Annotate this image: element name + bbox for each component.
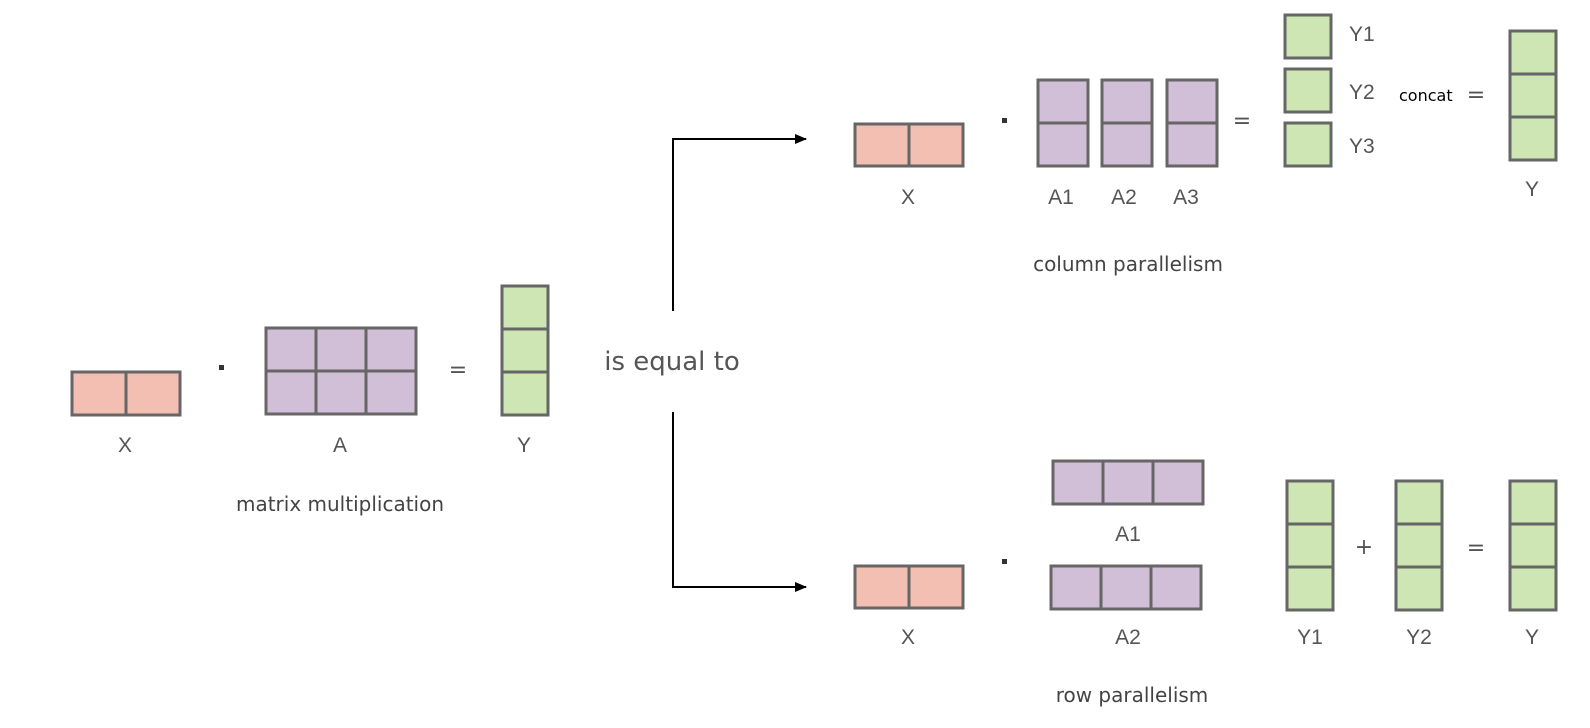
row-parallelism-caption: row parallelism	[1056, 683, 1209, 707]
column-y2-label: Y2	[1349, 81, 1375, 104]
matrix-multiplication-group: = X A Y matrix multiplication	[70, 284, 550, 516]
column-parallelism-group: = Y1 Y2 Y3 concat = X A1 A2 A3 Y column …	[853, 13, 1558, 276]
row-a1-cell	[1051, 459, 1105, 506]
row-y2-cell	[1394, 479, 1444, 526]
column-y2-block	[1283, 67, 1333, 114]
column-x-cell	[907, 122, 965, 168]
column-y-label: Y	[1525, 178, 1539, 201]
row-matrix-a1	[1051, 459, 1205, 506]
concat-label: concat	[1399, 86, 1453, 105]
row-x-cell	[907, 564, 965, 610]
row-x-label: X	[901, 626, 915, 649]
row-a2-cell	[1149, 564, 1203, 611]
column-matrix-a2	[1100, 78, 1154, 168]
row-y1-label: Y1	[1297, 626, 1323, 649]
equals-sign: =	[1233, 109, 1251, 134]
row-y1-cell	[1285, 479, 1335, 526]
row-a2-cell	[1099, 564, 1153, 611]
column-a1-cell	[1036, 78, 1090, 125]
matrix-y	[500, 284, 550, 417]
row-matrix-y	[1508, 479, 1558, 612]
matrix-y-cell	[500, 370, 550, 417]
row-x-cell	[853, 564, 911, 610]
row-a1-label: A1	[1115, 523, 1141, 546]
matrix-multiplication-caption: matrix multiplication	[236, 492, 444, 516]
plus-sign: +	[1355, 535, 1373, 560]
matrix-a-cell	[314, 369, 368, 416]
row-a2-cell	[1049, 564, 1103, 611]
row-y-cell	[1508, 565, 1558, 612]
row-y2-cell	[1394, 522, 1444, 569]
row-matrix-y2	[1394, 479, 1444, 612]
row-y1-cell	[1285, 565, 1335, 612]
matrix-x-label: X	[118, 434, 132, 457]
column-a1-cell	[1036, 121, 1090, 168]
column-y-cell	[1508, 29, 1558, 76]
column-y-cell	[1508, 72, 1558, 119]
column-a2-label: A2	[1111, 186, 1137, 209]
row-matrix-x	[853, 564, 965, 610]
row-y-label: Y	[1525, 626, 1539, 649]
equals-sign: =	[449, 358, 467, 383]
equals-sign: =	[1467, 83, 1485, 108]
row-y-cell	[1508, 522, 1558, 569]
row-parallelism-group: A1 + = X A2 Y1 Y2 Y	[853, 459, 1558, 707]
matrix-y-cell	[500, 284, 550, 331]
matrix-a-cell	[364, 369, 418, 416]
column-matrix-a3	[1165, 78, 1219, 168]
row-matrix-y1	[1285, 479, 1335, 612]
row-y-cell	[1508, 479, 1558, 526]
matrix-a-cell	[364, 326, 418, 373]
column-a2-cell	[1100, 78, 1154, 125]
matrix-a	[264, 326, 418, 416]
matrix-y-label: Y	[517, 434, 531, 457]
column-a3-cell	[1165, 78, 1219, 125]
matrix-x	[70, 370, 182, 417]
column-matrix-y	[1508, 29, 1558, 162]
column-a3-cell	[1165, 121, 1219, 168]
row-y2-cell	[1394, 565, 1444, 612]
column-y1-block	[1283, 13, 1333, 60]
column-x-label: X	[901, 186, 915, 209]
column-a3-label: A3	[1173, 186, 1199, 209]
row-a2-label: A2	[1115, 626, 1141, 649]
column-a1-label: A1	[1048, 186, 1074, 209]
matrix-x-cell	[124, 370, 182, 417]
row-a1-cell	[1151, 459, 1205, 506]
is-equal-to-text: is equal to	[604, 347, 740, 377]
multiply-dot	[1002, 559, 1007, 564]
column-matrix-x	[853, 122, 965, 168]
column-parallelism-caption: column parallelism	[1033, 252, 1223, 276]
arrow-to-column-parallelism	[672, 134, 807, 311]
matrix-y-cell	[500, 327, 550, 374]
row-y2-label: Y2	[1406, 626, 1432, 649]
matrix-a-cell	[264, 369, 318, 416]
column-y1-label: Y1	[1349, 23, 1375, 46]
multiply-dot	[219, 365, 224, 370]
matrix-x-cell	[70, 370, 128, 417]
column-a2-cell	[1100, 121, 1154, 168]
matrix-a-label: A	[333, 434, 347, 457]
matrix-a-cell	[264, 326, 318, 373]
row-matrix-a2	[1049, 564, 1203, 611]
multiply-dot	[1002, 118, 1007, 123]
column-y3-block	[1283, 121, 1333, 168]
column-x-cell	[853, 122, 911, 168]
arrow-to-row-parallelism	[672, 412, 807, 592]
matrix-a-cell	[314, 326, 368, 373]
row-a1-cell	[1101, 459, 1155, 506]
equals-sign: =	[1467, 536, 1485, 561]
column-y-cell	[1508, 115, 1558, 162]
column-matrix-a1	[1036, 78, 1090, 168]
column-y3-label: Y3	[1349, 135, 1375, 158]
row-y1-cell	[1285, 522, 1335, 569]
